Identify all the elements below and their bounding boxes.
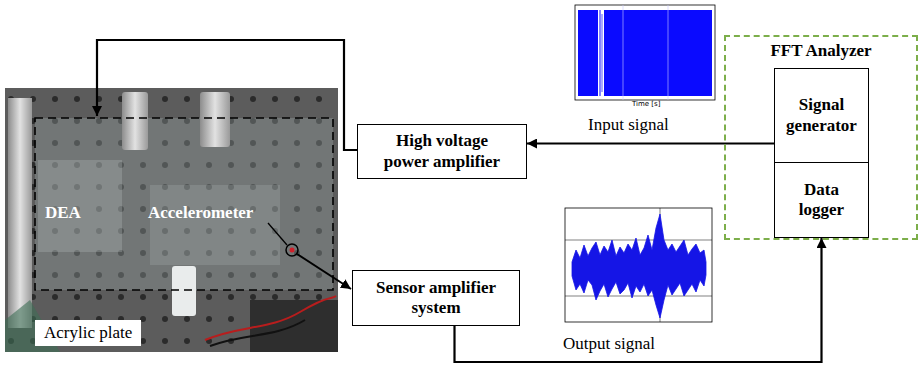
process-box: Signal generator: [774, 68, 869, 163]
part-label: DEA: [45, 203, 81, 223]
node-text: Sensor amplifier system: [369, 278, 503, 319]
node-text: FFT Analyzer: [726, 41, 916, 61]
drive-wire: [97, 40, 357, 150]
signal-label: Output signal: [561, 334, 657, 354]
part-label: Accelerometer: [148, 203, 253, 223]
node-text: Acrylic plate: [44, 323, 132, 343]
leader-line: [268, 223, 287, 245]
node-text: Signal generator: [781, 95, 862, 136]
setup-photo: [5, 88, 338, 352]
signal-arrow: [527, 142, 774, 144]
process-box: Data logger: [774, 162, 869, 238]
sensor-wire: [297, 254, 351, 289]
amplifier-box: Sensor amplifier system: [352, 270, 520, 326]
input-signal-plot: [575, 5, 715, 100]
node-text: Data logger: [781, 180, 862, 221]
caption-box: Acrylic plate: [35, 320, 141, 346]
node-text: High voltage power amplifier: [374, 131, 510, 172]
analyzer-group: FFT AnalyzerSignal generatorData logger: [724, 35, 918, 240]
axis-label: Time [s]: [632, 100, 660, 108]
signal-label: Input signal: [586, 115, 671, 135]
amplifier-box: High voltage power amplifier: [357, 124, 527, 179]
output-signal-plot: [565, 208, 712, 322]
